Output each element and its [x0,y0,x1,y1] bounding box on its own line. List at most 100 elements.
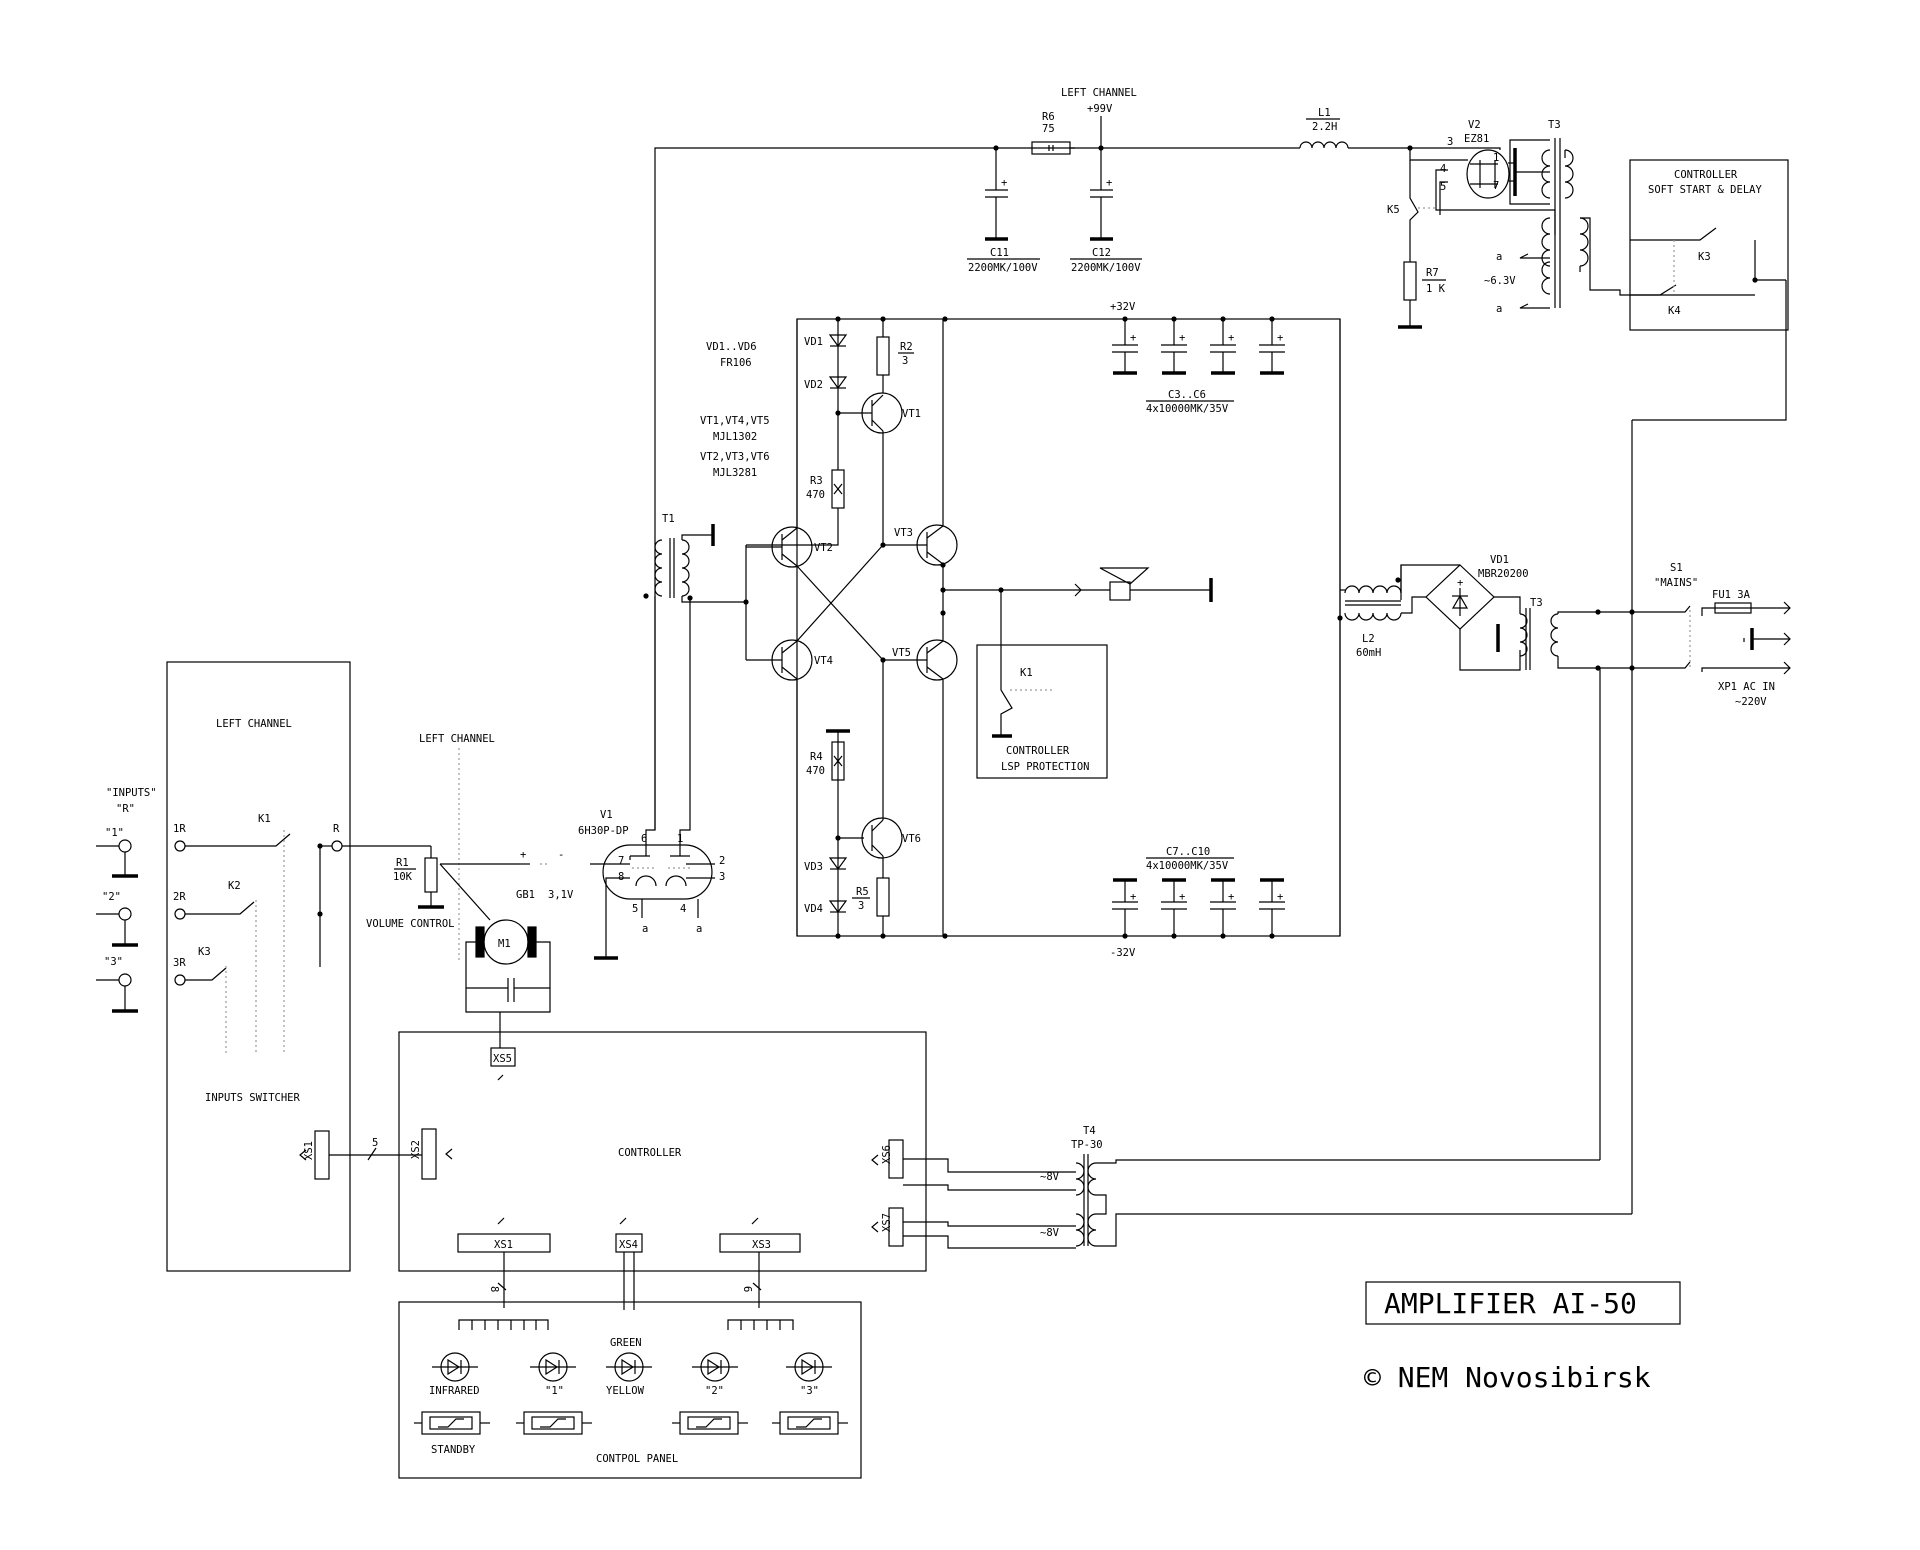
svg-text:3,1V: 3,1V [548,889,574,901]
svg-text:8: 8 [618,871,624,883]
k5-label: K5 [1387,204,1400,216]
svg-text:3: 3 [902,355,908,367]
mbr-label: MBR20200 [1478,568,1529,580]
input-1-jack[interactable] [118,839,132,853]
fu1-label: FU1 3A [1712,589,1751,601]
vt-npn-type: MJL1302 [713,431,757,443]
input-3-label: "3" [104,956,123,968]
svg-text:+: + [1001,177,1007,189]
svg-text:+: + [520,849,526,861]
yellow-label: YELLOW [606,1385,645,1397]
soft-start-controller [1629,159,1789,331]
c3-c6-label: C3..C6 [1168,389,1206,401]
l2-value: 60mH [1356,647,1381,659]
lsp-title: CONTROLLER [1006,745,1070,757]
svg-text:VT1: VT1 [902,408,921,420]
svg-text:R1: R1 [396,857,409,869]
control-panel: INFRARED "1" GREEN YELLOW "2" "3" [398,1301,862,1479]
svg-text:XS3: XS3 [752,1239,771,1251]
svg-text:K2: K2 [228,880,241,892]
vt-pnp-type: MJL3281 [713,467,757,479]
t1-label: T1 [662,513,675,525]
hv-supply: LEFT CHANNEL +99V R6 75 + C11 2200MK/100… [654,87,1789,830]
svg-text:~8V: ~8V [1040,1227,1060,1239]
volume-channel-label: LEFT CHANNEL [419,733,495,745]
svg-text:+: + [1277,891,1283,903]
output-stage: +32V -32V ++++ C3..C6 4x10000MK/35V ++++… [643,301,1341,959]
svg-text:7: 7 [618,855,624,867]
svg-text:R5: R5 [856,886,869,898]
v2-label: V2 [1468,119,1481,131]
c7-c10-label: C7..C10 [1166,846,1210,858]
v1-type: 6H30P-DP [578,825,629,837]
vt1-transistor [861,392,903,434]
k3-soft-label: K3 [1698,251,1711,263]
svg-text:XS7: XS7 [881,1213,893,1232]
soft-start-title: CONTROLLER [1674,169,1738,181]
title-block [1365,1281,1681,1325]
svg-text:K3: K3 [198,946,211,958]
svg-text:3: 3 [719,871,725,883]
svg-text:XS4: XS4 [619,1239,638,1251]
svg-text:K1: K1 [258,813,271,825]
svg-text:8: 8 [488,1286,500,1292]
svg-text:1: 1 [1493,152,1499,164]
lsp-subtitle: LSP PROTECTION [1001,761,1090,773]
svg-text:3: 3 [858,900,864,912]
svg-text:"1": "1" [545,1385,564,1397]
svg-text:VD4: VD4 [804,903,823,915]
svg-text:XS1: XS1 [494,1239,513,1251]
title-text: AMPLIFIER AI-50 [1384,1287,1637,1320]
r1-volume-pot[interactable] [424,857,438,893]
led-3 [786,1352,832,1382]
svg-text:~8V: ~8V [1040,1171,1060,1183]
input-2-jack[interactable] [118,907,132,921]
plus99-label: +99V [1087,103,1113,115]
svg-text:+: + [1130,891,1136,903]
led-2 [692,1352,738,1382]
xs3-connector [719,1233,801,1253]
button-1[interactable] [516,1411,592,1435]
r6-label: R6 [1042,111,1055,123]
svg-text:7: 7 [1493,180,1499,192]
v1-dual-triode [602,844,713,900]
plus32-label: +32V [1110,301,1136,313]
standby-button[interactable] [414,1411,490,1435]
inputs-switcher-title: INPUTS SWITCHER [205,1092,301,1104]
svg-text:VD3: VD3 [804,861,823,873]
svg-text:4: 4 [1440,163,1446,175]
svg-text:R2: R2 [900,341,913,353]
xp1-label: XP1 AC IN [1718,681,1775,693]
svg-text:+: + [1457,577,1463,589]
svg-text:+: + [1277,332,1283,344]
v2-type: EZ81 [1464,133,1489,145]
infrared-label: INFRARED [429,1385,480,1397]
c3-c6-value: 4x10000MK/35V [1146,403,1229,415]
svg-text:a: a [696,923,702,935]
svg-text:VT5: VT5 [892,647,911,659]
button-2[interactable] [672,1411,748,1435]
t3-label: T3 [1548,119,1561,131]
a-label-2: a [1496,303,1502,315]
mains-label: "MAINS" [1654,577,1698,589]
vd1-vd6-label: VD1..VD6 [706,341,757,353]
led-1 [530,1352,576,1382]
volume-control-label: VOLUME CONTROL [366,918,455,930]
vt-pnp-label: VT2,VT3,VT6 [700,451,770,463]
svg-text:GB1: GB1 [516,889,535,901]
l1-value: 2.2H [1312,121,1337,133]
svg-text:+: + [1106,177,1112,189]
button-3[interactable] [772,1411,848,1435]
inputs-switcher-channel: LEFT CHANNEL [216,718,292,730]
svg-text:XS6: XS6 [881,1145,893,1164]
svg-text:VD2: VD2 [804,379,823,391]
xs2-connector [421,1128,437,1180]
standby-label: STANDBY [431,1444,476,1456]
r2-resistor [876,336,890,376]
copyright-text: © NEM Novosibirsk [1364,1361,1651,1394]
xs7-connector [888,1207,904,1247]
input-3-jack[interactable] [118,973,132,987]
svg-text:M1: M1 [498,938,511,950]
svg-text:+: + [1179,332,1185,344]
k4-soft-label: K4 [1668,305,1681,317]
